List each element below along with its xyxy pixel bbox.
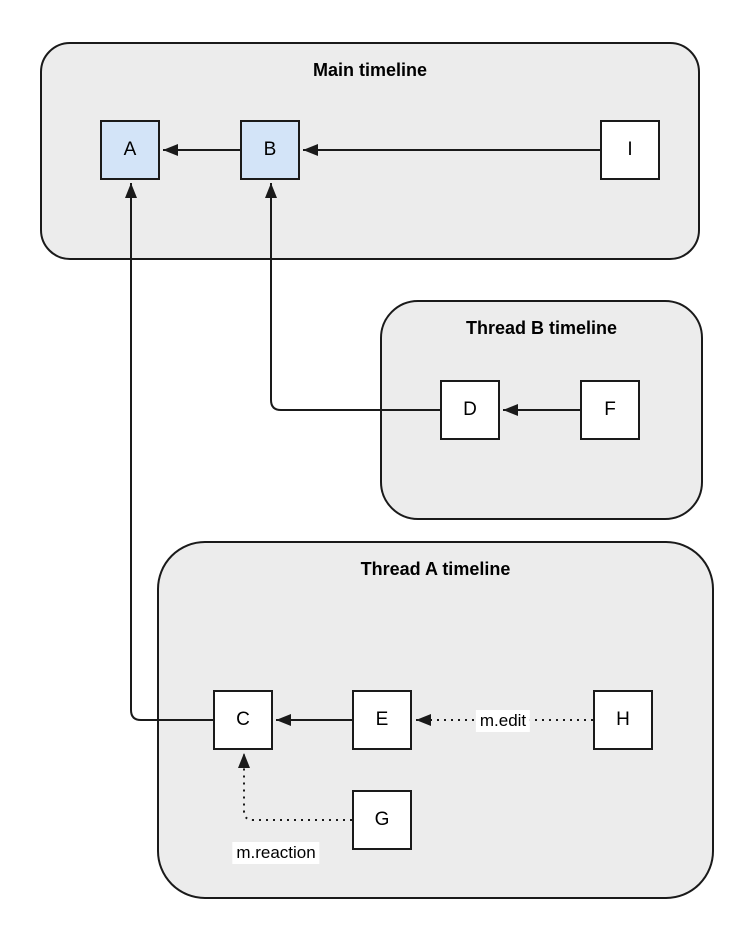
event-node-i-label: I	[627, 139, 633, 160]
event-node-a: A	[100, 120, 160, 180]
event-node-c: C	[213, 690, 273, 750]
edge-c-to-a	[125, 183, 213, 721]
event-node-a-label: A	[123, 139, 137, 160]
edge-g-to-c-mreaction	[238, 753, 352, 821]
event-node-i: I	[600, 120, 660, 180]
event-node-b: B	[240, 120, 300, 180]
event-node-h: H	[593, 690, 653, 750]
event-node-g-label: G	[374, 809, 390, 830]
event-node-e: E	[352, 690, 412, 750]
event-node-f: F	[580, 380, 640, 440]
event-node-f-label: F	[604, 399, 616, 420]
event-node-d: D	[440, 380, 500, 440]
event-node-h-label: H	[616, 709, 630, 730]
edge-label-mreaction: m.reaction	[232, 842, 320, 864]
edge-d-to-b	[265, 183, 440, 411]
thread-a-timeline-title: Thread A timeline	[360, 559, 511, 579]
event-node-d-label: D	[463, 399, 477, 420]
main-timeline-title: Main timeline	[312, 60, 428, 80]
event-node-c-label: C	[236, 709, 250, 730]
thread-b-timeline-title: Thread B timeline	[465, 318, 618, 338]
event-node-e-label: E	[375, 709, 389, 730]
edge-label-medit: m.edit	[475, 710, 531, 732]
event-node-b-label: B	[263, 139, 277, 160]
event-node-g: G	[352, 790, 412, 850]
